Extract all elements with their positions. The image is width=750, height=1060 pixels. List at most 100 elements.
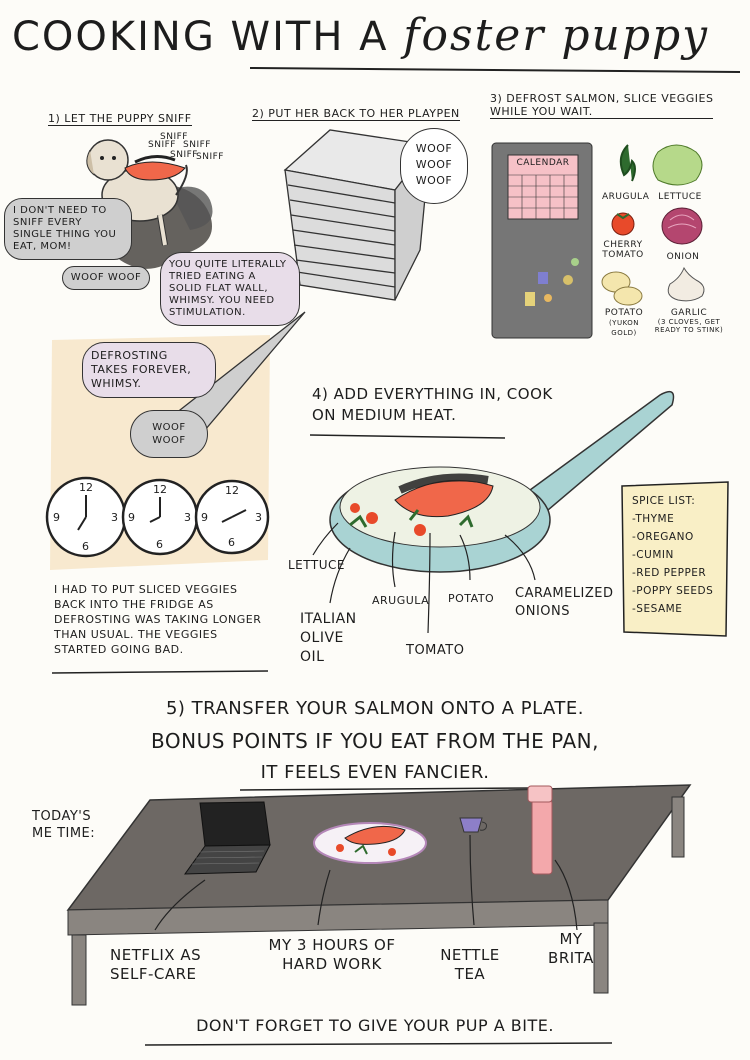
defrost-speech-bubble: DEFROSTING TAKES FOREVER, WHIMSY. bbox=[82, 342, 216, 398]
woof-line: WOOF bbox=[415, 158, 453, 171]
clock-number: 3 bbox=[111, 511, 118, 524]
lettuce-icon bbox=[652, 144, 703, 186]
sniff-text: SNIFF bbox=[183, 140, 211, 150]
potato-name: POTATO bbox=[604, 308, 644, 318]
step1-label: 1) LET THE PUPPY SNIFF bbox=[48, 112, 192, 126]
spice-list-heading: SPICE LIST: bbox=[632, 495, 696, 507]
reply-speech-bubble: YOU QUITE LITERALLY TRIED EATING A SOLID… bbox=[160, 252, 300, 326]
spice-item: -OREGANO bbox=[632, 531, 694, 543]
clock-number: 12 bbox=[153, 483, 167, 496]
step5-underline bbox=[239, 787, 536, 791]
spice-list: SPICE LIST: -THYME -OREGANO -CUMIN -RED … bbox=[632, 492, 724, 618]
pan-salmon-icon bbox=[349, 473, 494, 536]
spice-name: CUMIN bbox=[636, 549, 674, 561]
step3-label-line2: WHILE YOU WAIT. bbox=[490, 105, 714, 119]
step3-label: 3) DEFROST SALMON, SLICE VEGGIES WHILE Y… bbox=[490, 92, 714, 119]
brita-icon bbox=[527, 785, 553, 875]
title-main: COOKING WITH A bbox=[12, 14, 389, 60]
pan-label-tomato: TOMATO bbox=[406, 643, 465, 658]
sniff-text: SNIFF bbox=[160, 132, 188, 142]
spice-name: SESAME bbox=[636, 603, 683, 615]
label-brita: MY BRITA bbox=[548, 930, 594, 967]
fridge-icon bbox=[491, 142, 593, 339]
step5-line2: BONUS POINTS IF YOU EAT FROM THE PAN, bbox=[151, 729, 599, 753]
garlic-label: GARLIC (3 CLOVES, GET READY TO STINK) bbox=[654, 308, 724, 334]
spice-item: -CUMIN bbox=[632, 549, 674, 561]
potato-label: POTATO (YUKON GOLD) bbox=[596, 308, 652, 338]
garlic-icon bbox=[667, 266, 705, 302]
pan-label-potato: POTATO bbox=[448, 592, 495, 605]
clock-number: 6 bbox=[82, 540, 89, 553]
human-speech-bubble: I DON'T NEED TO SNIFF EVERY SINGLE THING… bbox=[4, 198, 132, 260]
pan-label-onions: CARAMELIZED ONIONS bbox=[515, 586, 614, 619]
clock-icons bbox=[45, 476, 270, 558]
label-nettle-tea: NETTLE TEA bbox=[440, 946, 500, 983]
sniff-text: SNIFF bbox=[148, 140, 176, 150]
label-netflix: NETFLIX AS SELF-CARE bbox=[110, 946, 202, 983]
step4-label-line1: 4) ADD EVERYTHING IN, COOK bbox=[312, 385, 553, 403]
clock-number: 9 bbox=[201, 511, 208, 524]
clock-number: 12 bbox=[79, 481, 93, 494]
clock-number: 3 bbox=[184, 511, 191, 524]
clock-number: 9 bbox=[53, 511, 60, 524]
salmon-icon bbox=[124, 155, 186, 181]
spice-name: POPPY SEEDS bbox=[636, 585, 714, 597]
pan-label-arugula: ARUGULA bbox=[372, 594, 430, 607]
sniff-text: SNIFF bbox=[170, 150, 198, 160]
sniff-text: SNIFF bbox=[196, 152, 224, 162]
step5-line3: IT FEELS EVEN FANCIER. bbox=[260, 762, 490, 783]
clock-number: 6 bbox=[228, 536, 235, 549]
spice-item: -POPPY SEEDS bbox=[632, 585, 714, 597]
step5-line1: 5) TRANSFER YOUR SALMON ONTO A PLATE. bbox=[165, 698, 585, 719]
onion-icon bbox=[661, 207, 703, 245]
clock-number: 12 bbox=[225, 484, 239, 497]
potato-note: (YUKON GOLD) bbox=[608, 319, 640, 337]
page-title: COOKING WITH A foster puppy bbox=[12, 10, 709, 61]
table-pointer-lines bbox=[154, 834, 578, 931]
clock-number: 3 bbox=[255, 511, 262, 524]
laptop-icon bbox=[184, 801, 271, 875]
calendar-label: CALENDAR bbox=[516, 158, 570, 168]
garlic-name: GARLIC bbox=[670, 308, 708, 318]
spice-list-card bbox=[621, 481, 729, 637]
clock-number: 6 bbox=[156, 538, 163, 551]
title-script: foster puppy bbox=[403, 10, 710, 61]
todays-me-time: TODAY'S ME TIME: bbox=[32, 809, 96, 841]
spice-name: THYME bbox=[635, 513, 675, 525]
pan-label-olive-oil: ITALIAN OLIVE OIL bbox=[300, 611, 357, 665]
playpen-woof-bubble: WOOF WOOF WOOF bbox=[400, 128, 468, 204]
step4-label: 4) ADD EVERYTHING IN, COOK ON MEDIUM HEA… bbox=[312, 384, 553, 426]
defrost-note: I HAD TO PUT SLICED VEGGIES BACK INTO TH… bbox=[54, 583, 262, 656]
step2-label: 2) PUT HER BACK TO HER PLAYPEN bbox=[252, 107, 460, 121]
title-underline bbox=[249, 67, 741, 73]
step4-underline bbox=[309, 434, 506, 439]
label-hard-work: MY 3 HOURS OF HARD WORK bbox=[268, 936, 396, 973]
potato-icon bbox=[601, 271, 643, 306]
woof-bubble: WOOF WOOF bbox=[62, 266, 150, 290]
defrost-underline bbox=[51, 670, 269, 674]
footer-text: DON'T FORGET TO GIVE YOUR PUP A BITE. bbox=[196, 1016, 554, 1035]
spice-name: OREGANO bbox=[636, 531, 694, 543]
pan-label-lettuce: LETTUCE bbox=[288, 558, 345, 572]
defrost-woof-bubble: WOOF WOOF bbox=[130, 410, 208, 458]
spice-item: -SESAME bbox=[632, 603, 683, 615]
woof-line: WOOF bbox=[415, 142, 453, 155]
cherry-tomato-label: CHERRY TOMATO bbox=[602, 240, 644, 260]
arugula-label: ARUGULA bbox=[602, 192, 650, 202]
pan-pointer-lines bbox=[312, 522, 536, 634]
footer-underline bbox=[144, 1042, 613, 1046]
spice-item: -RED PEPPER bbox=[632, 567, 707, 579]
lettuce-label: LETTUCE bbox=[658, 192, 702, 202]
clock-number: 9 bbox=[128, 511, 135, 524]
spice-item: -THYME bbox=[632, 513, 675, 525]
onion-label: ONION bbox=[666, 252, 700, 262]
tomato-icon bbox=[611, 212, 635, 236]
garlic-note: (3 CLOVES, GET READY TO STINK) bbox=[654, 318, 724, 334]
plate-icon bbox=[313, 822, 427, 864]
step4-label-line2: ON MEDIUM HEAT. bbox=[312, 406, 457, 424]
step3-label-line1: 3) DEFROST SALMON, SLICE VEGGIES bbox=[490, 92, 714, 105]
woof-line: WOOF bbox=[415, 174, 453, 187]
tea-cup-icon bbox=[459, 817, 487, 833]
spice-name: RED PEPPER bbox=[636, 567, 707, 579]
